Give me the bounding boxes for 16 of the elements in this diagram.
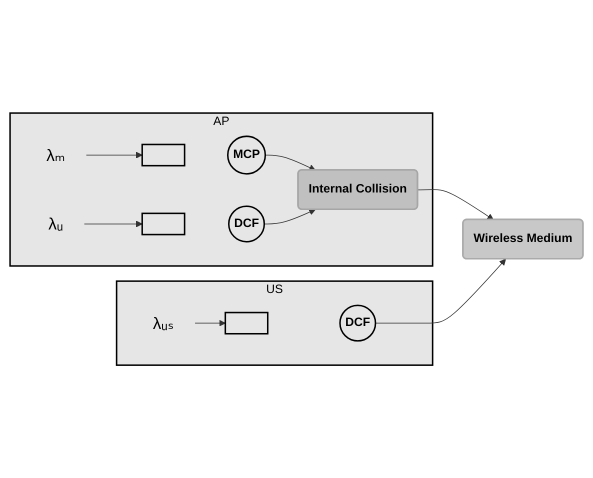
node-circle: DCF [228, 205, 266, 242]
arrow [264, 208, 316, 224]
arrow [194, 320, 226, 326]
node-circle: MCP [227, 135, 266, 174]
node-text: λᵤ [48, 214, 64, 234]
arrow [264, 154, 316, 171]
arrow [84, 220, 142, 228]
node-box [141, 144, 186, 166]
arrow [375, 258, 506, 324]
arrow [417, 189, 494, 220]
node-box [141, 212, 186, 236]
node-text: λᵤₛ [152, 314, 174, 332]
node-text: λₘ [46, 146, 66, 164]
arrow [86, 152, 142, 158]
node-box [224, 312, 268, 334]
node-circle: DCF [339, 304, 376, 342]
